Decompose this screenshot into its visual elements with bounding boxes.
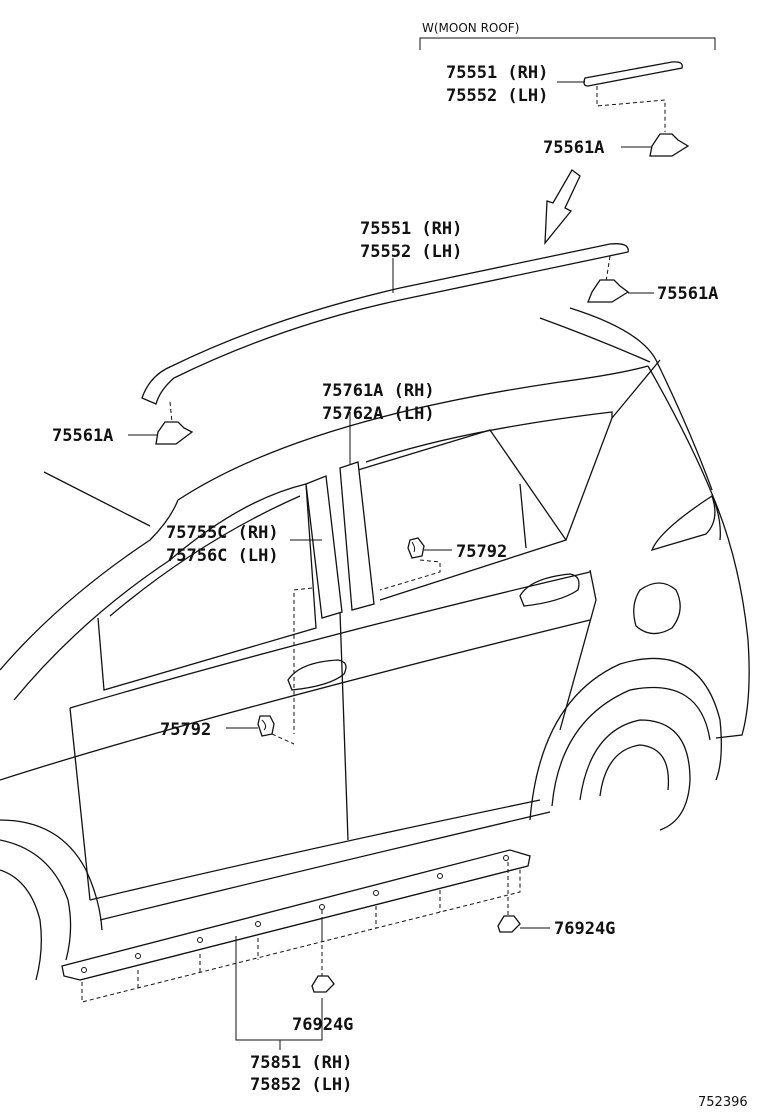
moonroof-group: W(MOON ROOF) 75551 (RH) 75552 (LH) 75561… bbox=[419, 21, 716, 245]
roof-clip-rear[interactable] bbox=[587, 279, 630, 303]
roof-clip-front[interactable] bbox=[155, 421, 194, 445]
rocker-holes bbox=[81, 855, 509, 973]
roof-molding-lh-label: 75552 (LH) bbox=[360, 242, 462, 262]
rocker-clip-front[interactable] bbox=[311, 975, 335, 993]
front-pillar-rh-label: 75755C (RH) bbox=[166, 523, 279, 543]
door-clips: 75792 75792 bbox=[160, 537, 507, 745]
front-pillar-garnish[interactable] bbox=[305, 475, 343, 619]
roof-clip-front-label: 75561A bbox=[52, 426, 113, 446]
rocker-molding-rh-label: 75851 (RH) bbox=[250, 1053, 352, 1073]
moonroof-molding-lh-label: 75552 (LH) bbox=[446, 86, 548, 106]
direction-arrow bbox=[544, 169, 581, 245]
clip-rear-door[interactable] bbox=[407, 537, 425, 559]
moonroof-clip-label: 75561A bbox=[543, 138, 604, 158]
rocker-group: 76924G 76924G 75851 (RH) 75852 (LH) bbox=[61, 849, 615, 1095]
moonroof-bracket bbox=[419, 37, 716, 50]
rocker-clip-front-label: 76924G bbox=[292, 1015, 353, 1035]
clip-rear-door-label: 75792 bbox=[456, 542, 507, 562]
rocker-clip-rear-label: 76924G bbox=[554, 919, 615, 939]
rocker-molding-lh-label: 75852 (LH) bbox=[250, 1075, 352, 1095]
moonroof-molding[interactable] bbox=[583, 61, 683, 87]
pillar-labels: 75761A (RH) 75762A (LH) 75755C (RH) 7575… bbox=[166, 381, 435, 734]
roof-molding[interactable] bbox=[141, 243, 629, 405]
rear-pillar-lh-label: 75762A (LH) bbox=[322, 404, 435, 424]
moonroof-clip[interactable] bbox=[649, 133, 690, 157]
clip-front-door-label: 75792 bbox=[160, 720, 211, 740]
roof-molding-group: 75551 (RH) 75552 (LH) 75561A 75561A bbox=[52, 219, 718, 446]
rear-pillar-garnish[interactable] bbox=[339, 461, 375, 611]
roof-clip-rear-label: 75561A bbox=[657, 284, 718, 304]
roof-molding-rh-label: 75551 (RH) bbox=[360, 219, 462, 239]
rocker-molding[interactable] bbox=[61, 849, 531, 981]
moonroof-molding-rh-label: 75551 (RH) bbox=[446, 63, 548, 83]
diagram-code: 752396 bbox=[698, 1095, 748, 1110]
front-pillar-lh-label: 75756C (LH) bbox=[166, 546, 279, 566]
rocker-clip-rear[interactable] bbox=[497, 915, 521, 933]
rear-pillar-rh-label: 75761A (RH) bbox=[322, 381, 435, 401]
car-body bbox=[0, 307, 750, 981]
moonroof-variant-label: W(MOON ROOF) bbox=[422, 21, 519, 35]
